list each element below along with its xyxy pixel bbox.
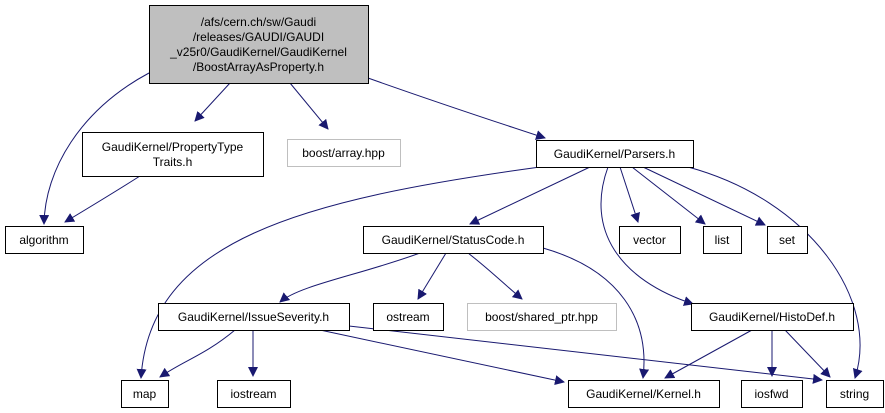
edge-issueseverity-to-kernel xyxy=(319,329,565,386)
node-list[interactable]: list xyxy=(703,226,742,254)
node-box xyxy=(121,380,169,408)
edge-issueseverity-to-map xyxy=(159,329,236,378)
node-label: iosfwd xyxy=(754,387,788,401)
node-box xyxy=(703,226,742,254)
node-root[interactable]: /afs/cern.ch/sw/Gaudi/releases/GAUDI/GAU… xyxy=(149,5,369,84)
node-algorithm[interactable]: algorithm xyxy=(5,226,84,254)
node-box xyxy=(741,380,803,408)
node-label: GaudiKernel/Parsers.h xyxy=(554,147,675,161)
edge-statuscode-to-issueseverity xyxy=(279,252,421,303)
edge-parsers-to-histodef xyxy=(600,166,694,306)
node-label: _v25r0/GaudiKernel/GaudiKernel xyxy=(169,45,347,59)
edge-parsers-to-vector xyxy=(619,166,640,223)
node-box xyxy=(149,5,369,84)
node-label: /afs/cern.ch/sw/Gaudi xyxy=(201,15,316,29)
node-box xyxy=(826,380,884,408)
edge-parsers-to-list xyxy=(631,166,706,225)
edge-root-to-algorithm xyxy=(39,72,150,225)
node-box xyxy=(158,303,350,331)
node-label: GaudiKernel/StatusCode.h xyxy=(382,233,525,247)
node-string[interactable]: string xyxy=(826,380,884,408)
node-box xyxy=(467,303,617,331)
edge-parsers-to-map xyxy=(136,166,541,379)
node-label: /BoostArrayAsProperty.h xyxy=(193,60,324,74)
edge-statuscode-to-sharedptr xyxy=(467,252,523,300)
node-map[interactable]: map xyxy=(121,380,169,408)
node-label: /releases/GAUDI/GAUDI xyxy=(193,30,324,44)
node-label: boost/shared_ptr.hpp xyxy=(485,310,598,324)
node-box xyxy=(5,226,84,254)
node-label: set xyxy=(779,233,796,247)
node-sharedptr[interactable]: boost/shared_ptr.hpp xyxy=(467,303,617,331)
node-box xyxy=(691,303,854,331)
node-label: GaudiKernel/Kernel.h xyxy=(586,387,701,401)
node-issueseverity[interactable]: GaudiKernel/IssueSeverity.h xyxy=(158,303,350,331)
node-label: Traits.h xyxy=(153,155,193,169)
node-label: string xyxy=(840,387,869,401)
node-label: map xyxy=(133,387,157,401)
node-iosfwd[interactable]: iosfwd xyxy=(741,380,803,408)
edge-statuscode-to-ostream xyxy=(417,252,447,300)
edge-issueseverity-to-string xyxy=(339,324,823,384)
edge-parsers-to-statuscode xyxy=(469,166,591,225)
node-box xyxy=(767,226,808,254)
node-iostream[interactable]: iostream xyxy=(217,380,291,408)
node-label: iostream xyxy=(230,387,276,401)
node-label: ostream xyxy=(386,310,429,324)
node-parsers[interactable]: GaudiKernel/Parsers.h xyxy=(536,140,694,168)
node-box xyxy=(82,132,264,177)
node-label: list xyxy=(715,233,730,247)
edge-proptraits-to-algorithm xyxy=(64,175,141,223)
node-label: vector xyxy=(633,233,666,247)
node-box xyxy=(217,380,291,408)
node-box xyxy=(568,380,720,408)
node-box xyxy=(373,303,444,331)
node-label: boost/array.hpp xyxy=(302,146,385,160)
node-label: algorithm xyxy=(19,233,68,247)
node-boostarray[interactable]: boost/array.hpp xyxy=(287,139,401,167)
edge-root-to-proptraits xyxy=(194,82,231,122)
node-label: GaudiKernel/PropertyType xyxy=(102,140,244,154)
node-box xyxy=(619,226,681,254)
node-kernel[interactable]: GaudiKernel/Kernel.h xyxy=(568,380,720,408)
node-statuscode[interactable]: GaudiKernel/StatusCode.h xyxy=(363,226,544,254)
edge-parsers-to-set xyxy=(642,166,766,226)
node-label: GaudiKernel/IssueSeverity.h xyxy=(178,310,329,324)
node-box xyxy=(536,140,694,168)
node-box xyxy=(363,226,544,254)
edge-root-to-parsers xyxy=(367,77,546,140)
edge-statuscode-to-kernel xyxy=(542,247,650,379)
edge-histodef-to-kernel xyxy=(664,329,753,379)
edge-root-to-boostarray xyxy=(289,82,329,130)
node-set[interactable]: set xyxy=(767,226,808,254)
edge-parsers-to-string xyxy=(687,166,863,379)
node-histodef[interactable]: GaudiKernel/HistoDef.h xyxy=(691,303,854,331)
node-label: GaudiKernel/HistoDef.h xyxy=(709,310,835,324)
node-ostream[interactable]: ostream xyxy=(373,303,444,331)
node-box xyxy=(287,139,401,167)
node-vector[interactable]: vector xyxy=(619,226,681,254)
edge-histodef-to-string xyxy=(784,329,831,378)
